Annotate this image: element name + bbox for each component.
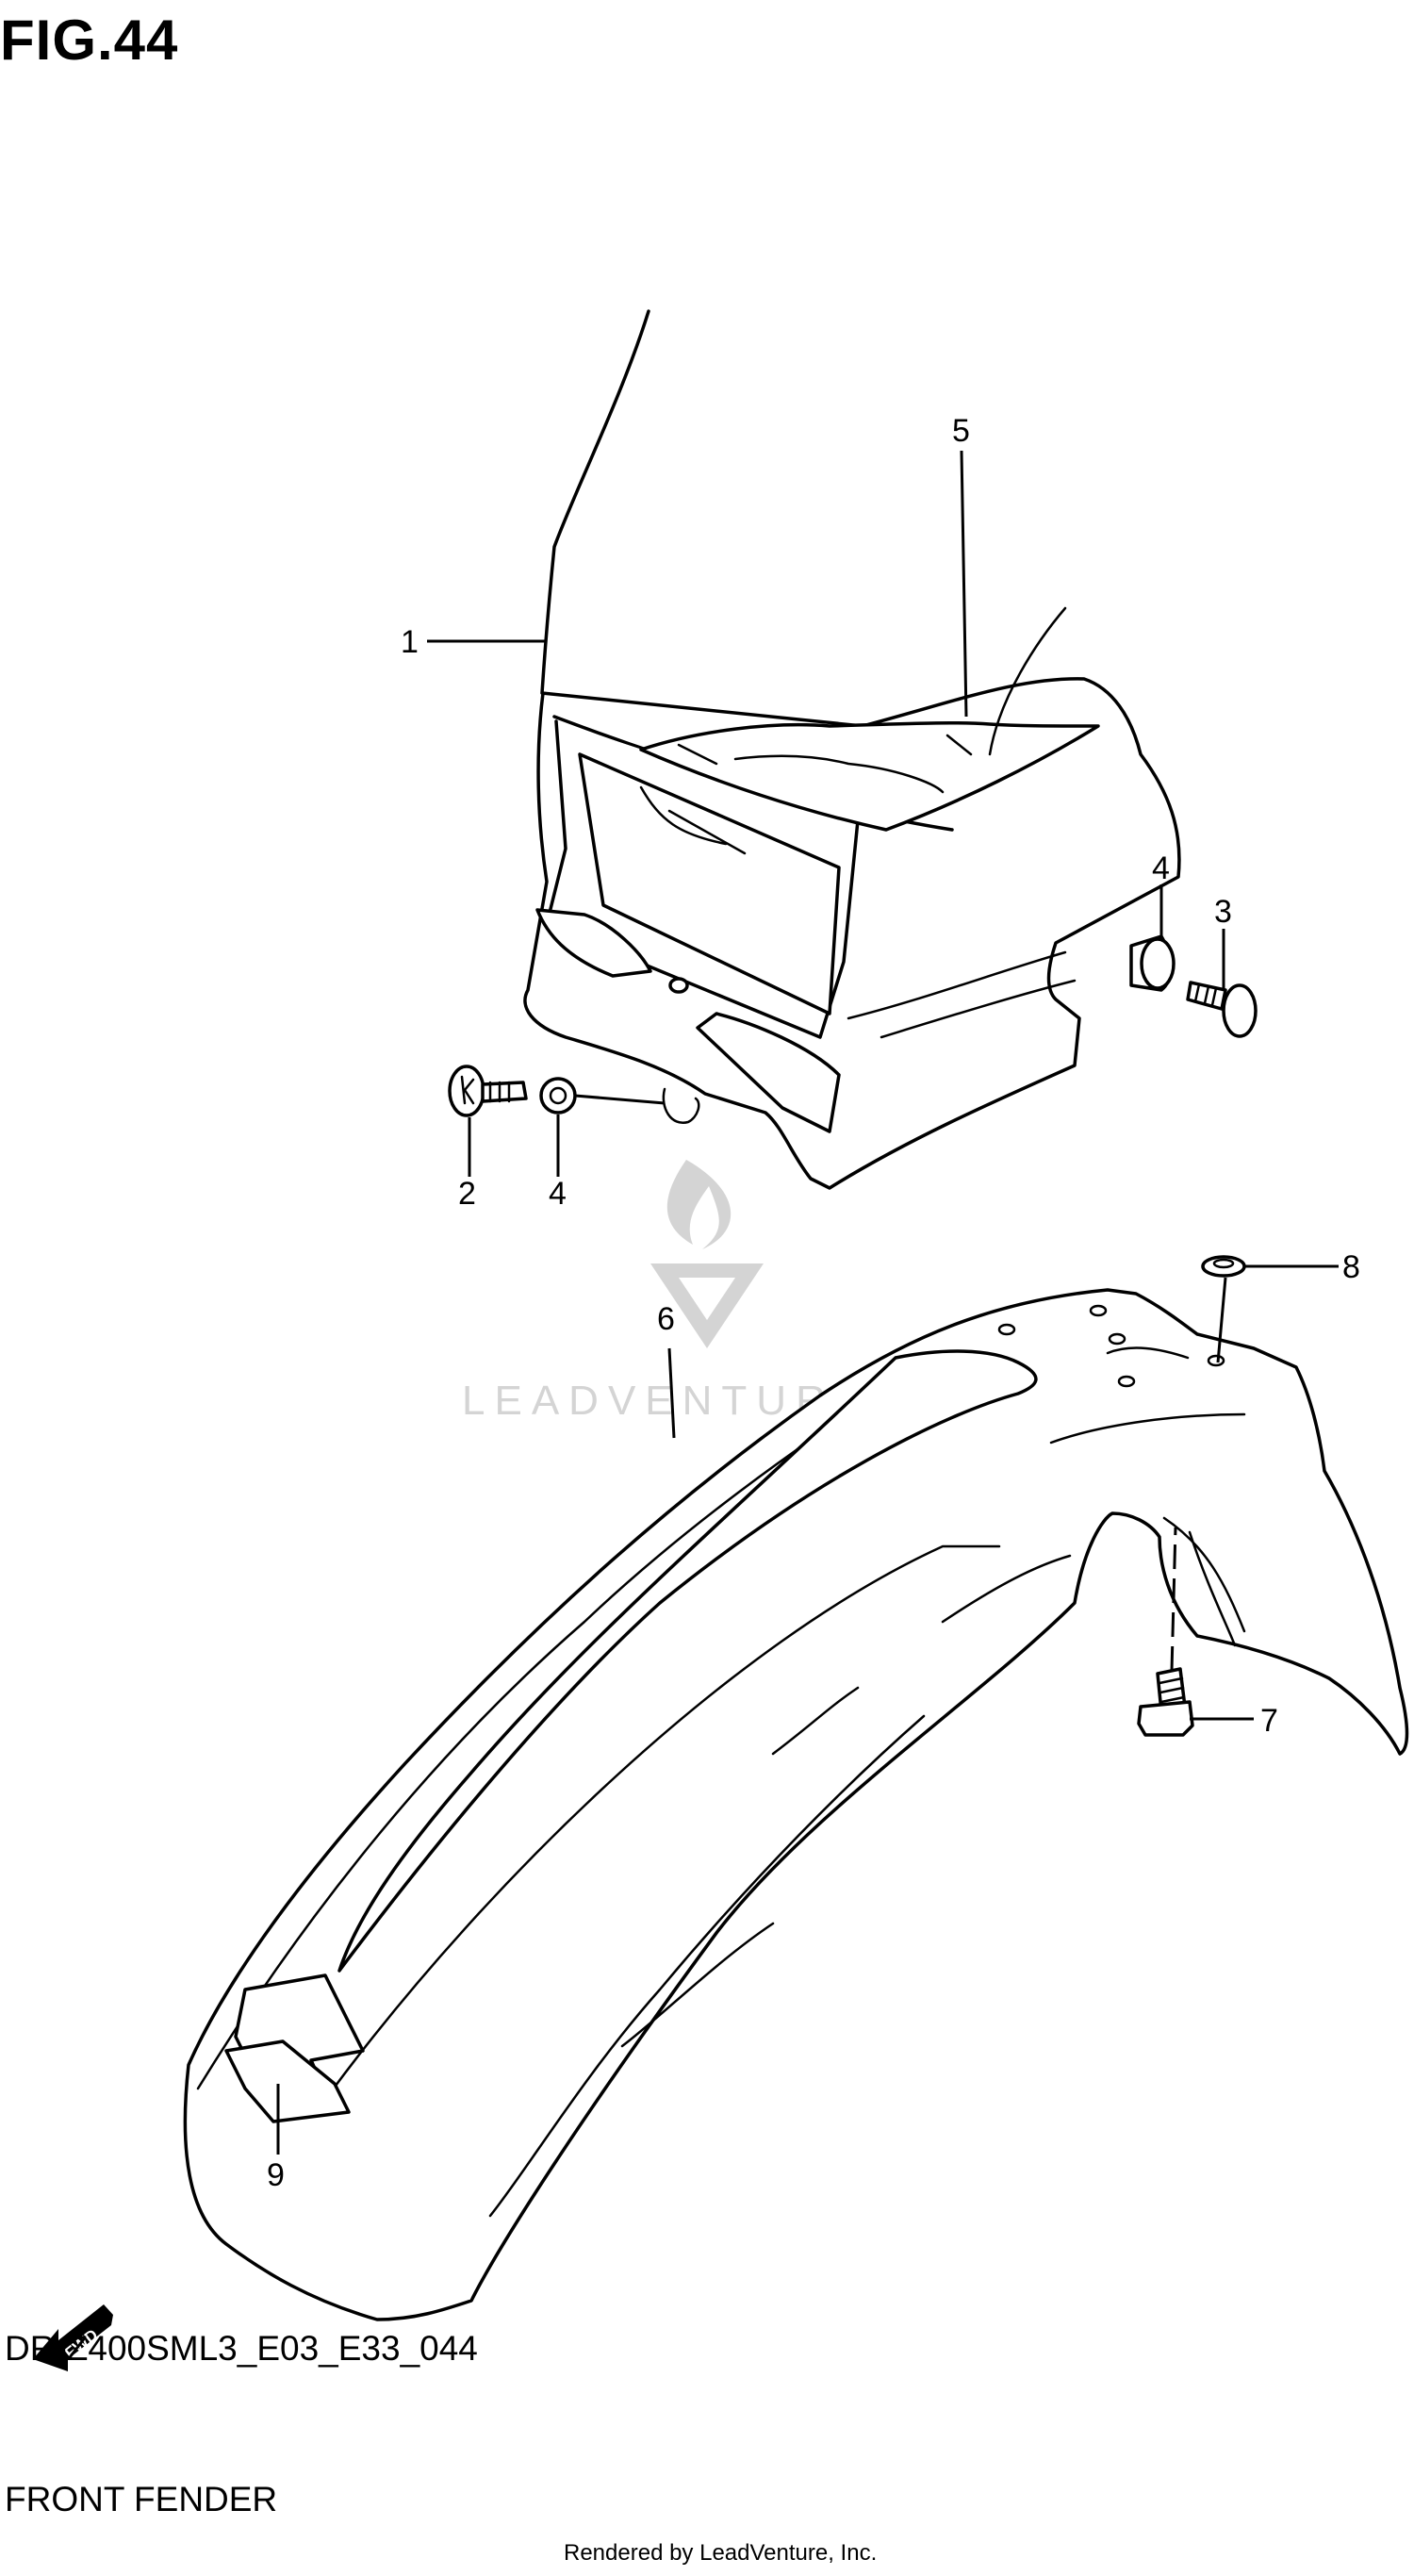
callout-numbers: 1 2 3 4 4 5 6 7 8 9 [267,413,1360,2193]
grommet-4-left [539,1077,577,1115]
front-fender [183,1288,1409,2321]
figure-code: DR-Z400SML3_E03_E33_044 [5,2329,478,2368]
washer-8 [1201,1255,1246,1278]
screw-3 [1186,981,1258,1038]
callout-4-right: 4 [1152,850,1170,886]
callout-1: 1 [401,624,419,660]
figure-description: FRONT FENDER [5,2480,278,2518]
callout-9: 9 [267,2157,285,2193]
callout-6: 6 [657,1301,675,1337]
grommet-4-right [1129,934,1176,992]
callout-3: 3 [1214,894,1232,930]
headlight-housing [523,309,1181,1190]
callout-4-left: 4 [549,1176,567,1212]
leader-lines [276,450,1339,2155]
leadventure-watermark: LEADVENTURE [462,1160,863,1424]
bolt-7 [1137,1667,1194,1737]
callout-7: 7 [1260,1703,1278,1739]
rendered-by-credit: Rendered by LeadVenture, Inc. [564,2540,878,2566]
fender-emblem [224,1973,365,2123]
screw-2 [448,1065,528,1117]
callout-2: 2 [458,1176,476,1212]
callout-8: 8 [1342,1249,1360,1285]
figure-title: FIG.44 [0,8,179,72]
callout-5: 5 [952,413,970,449]
